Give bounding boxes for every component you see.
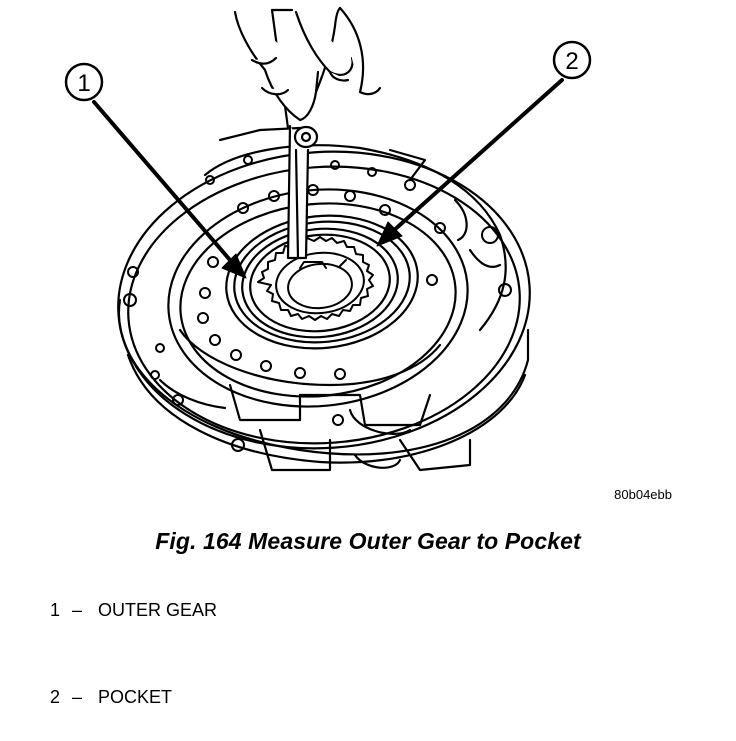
- legend: 1–OUTER GEAR 2–POCKET: [30, 567, 217, 741]
- callout-1-circle: [64, 62, 104, 102]
- image-code: 80b04ebb: [614, 487, 672, 502]
- legend-item-separator: –: [72, 687, 83, 707]
- technician-hand: [233, 6, 382, 122]
- outer-gear: [241, 227, 399, 339]
- callout-1-leader: [92, 100, 247, 279]
- pump-assembly-illustration: 1 2 80b04ebb: [64, 6, 672, 502]
- callout-1-number: 1: [77, 70, 90, 97]
- callout-2-number: 2: [565, 48, 578, 75]
- bolt-holes: [123, 155, 512, 452]
- legend-item-separator: –: [72, 600, 83, 620]
- legend-item: 1–OUTER GEAR: [30, 567, 217, 654]
- legend-item-number: 1: [50, 600, 61, 620]
- callout-2-leader: [376, 78, 564, 247]
- figure-caption: Fig. 164 Measure Outer Gear to Pocket: [155, 528, 581, 554]
- pump-housing: [117, 150, 531, 464]
- legend-item-number: 2: [50, 687, 61, 707]
- inner-gear: [257, 236, 374, 321]
- gear-pocket: [225, 214, 419, 350]
- legend-item: 2–POCKET: [30, 654, 217, 741]
- legend-item-label: OUTER GEAR: [98, 600, 218, 620]
- legend-item-label: POCKET: [98, 687, 173, 707]
- callout-2-circle: [552, 40, 592, 80]
